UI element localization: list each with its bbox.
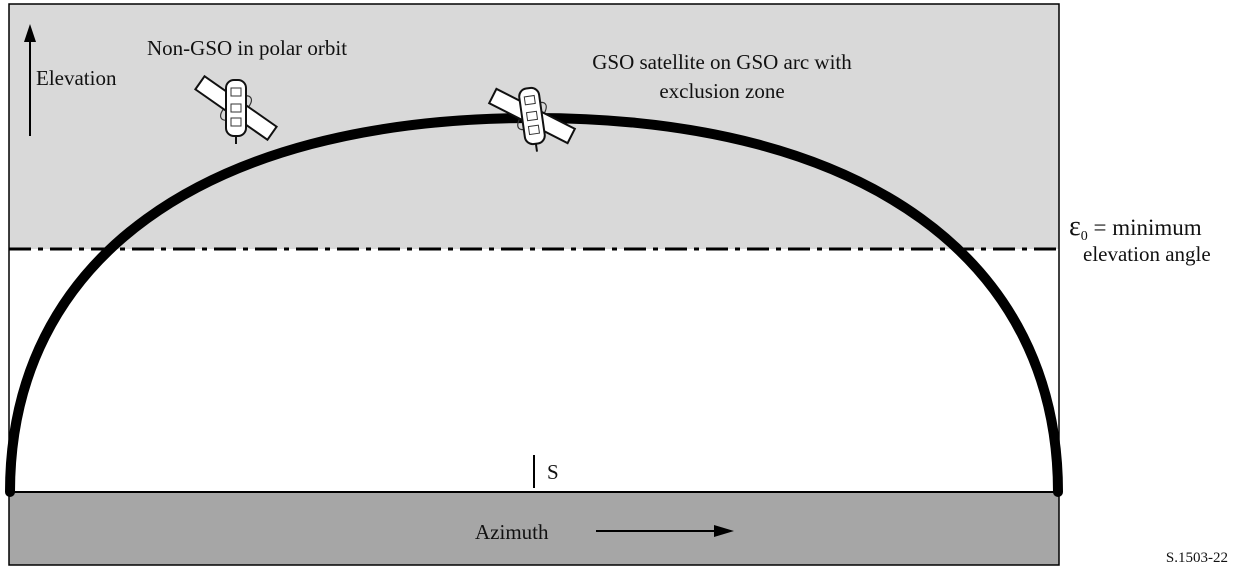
epsilon-label: ε0 = minimum bbox=[1069, 211, 1202, 244]
epsilon-subscript: 0 bbox=[1081, 229, 1088, 244]
elevation-angle-label: elevation angle bbox=[1083, 242, 1211, 266]
gso-label-line1: GSO satellite on GSO arc with bbox=[592, 50, 852, 74]
arrow-up-icon bbox=[24, 24, 36, 136]
non-gso-label: Non-GSO in polar orbit bbox=[147, 36, 347, 60]
figure-reference: S.1503-22 bbox=[1166, 550, 1228, 566]
south-label: S bbox=[547, 460, 559, 484]
diagram-frame bbox=[8, 3, 1060, 566]
below-min-elevation-region bbox=[9, 249, 1059, 492]
arrow-right-icon bbox=[596, 525, 734, 537]
epsilon-rest: = minimum bbox=[1088, 215, 1202, 240]
azimuth-label: Azimuth bbox=[475, 520, 549, 544]
gso-label-line2: exclusion zone bbox=[659, 79, 784, 103]
ground-region bbox=[9, 492, 1059, 565]
elevation-label: Elevation bbox=[36, 66, 117, 90]
epsilon-symbol: ε bbox=[1069, 211, 1081, 242]
